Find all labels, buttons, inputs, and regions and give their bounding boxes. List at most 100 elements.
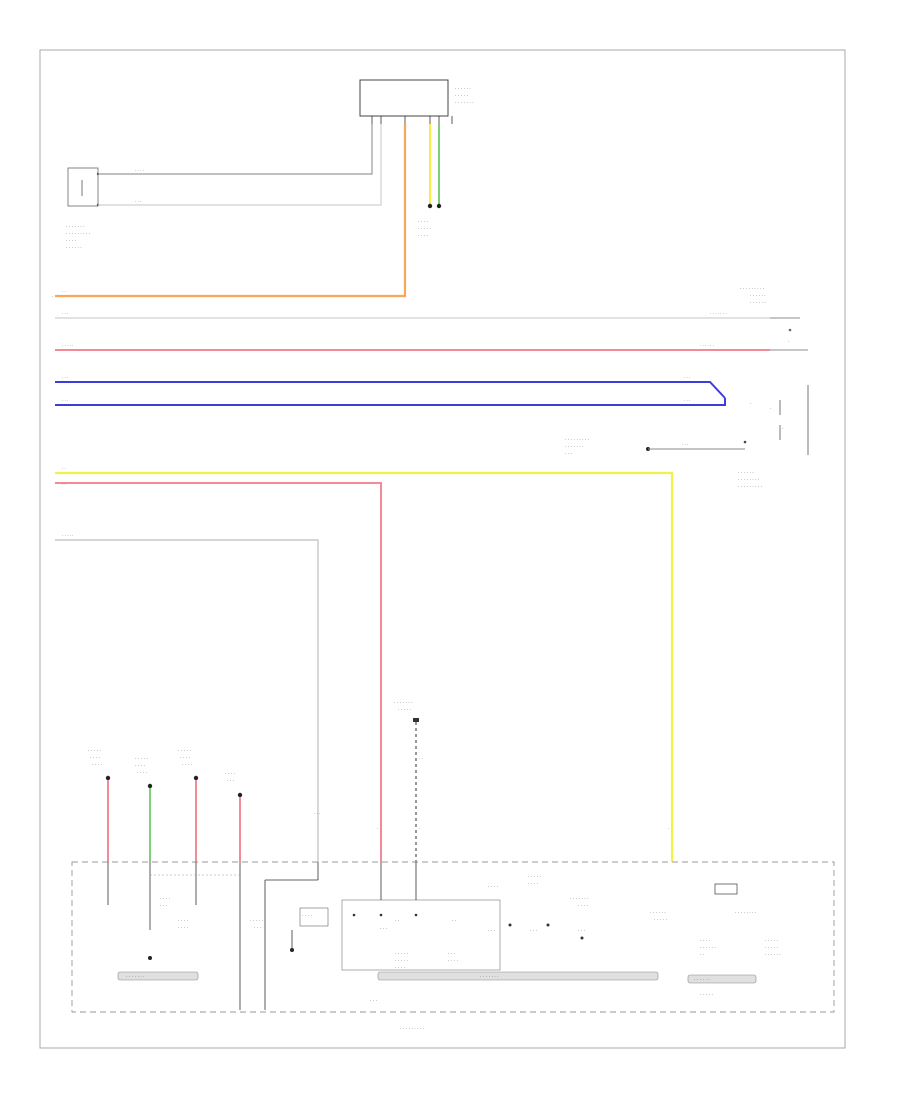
svg-text:· · ·: · · · xyxy=(62,311,68,316)
svg-text:· · · · ·: · · · · · xyxy=(765,939,778,944)
ecm-terminals xyxy=(371,116,453,124)
ground-point: · · · · · · · · · · · · · · · xyxy=(394,701,423,862)
svg-text:· · ·: · · · xyxy=(448,952,455,957)
svg-text:· · · · · ·: · · · · · · xyxy=(650,911,666,916)
svg-text:· · · · ·: · · · · · xyxy=(418,227,431,232)
svg-text:· · · · ·: · · · · · xyxy=(62,343,73,348)
svg-text:· · ·: · · · xyxy=(682,442,688,447)
joint-connector-wires: · · · · · · · · · · · · · xyxy=(418,124,442,239)
bus-wire-gray: · · · · · · · · · · xyxy=(55,311,770,319)
svg-text:· · · · · · · · ·: · · · · · · · · · xyxy=(66,232,90,237)
svg-text:·: · xyxy=(788,339,790,345)
svg-text:· · · · ·: · · · · · xyxy=(528,875,541,880)
svg-text:· ·: · · xyxy=(62,289,66,294)
svg-text:· · · ·: · · · · xyxy=(182,763,192,768)
svg-text:· · · ·: · · · · xyxy=(302,914,312,919)
svg-text:· · ·: · · · xyxy=(160,904,167,909)
svg-text:· · · · · · · · ·: · · · · · · · · · xyxy=(400,1027,424,1032)
svg-text:· ·: · · xyxy=(452,919,456,924)
sensor-wire-upper xyxy=(98,124,373,175)
svg-text:· · · · · ·: · · · · · · xyxy=(694,978,710,983)
svg-text:· · · · ·: · · · · · xyxy=(62,533,73,538)
red-wire xyxy=(55,482,382,862)
bus-wire-pink: · · · · · · · · · · · xyxy=(55,343,770,351)
svg-text:· · · · ·: · · · · · xyxy=(765,946,778,951)
svg-text:· · · · · ·: · · · · · · xyxy=(66,246,82,251)
svg-text:· · · ·: · · · · xyxy=(418,234,428,239)
svg-text:· · ·: · · · xyxy=(684,398,690,403)
svg-text:· ·: · · xyxy=(419,756,423,761)
svg-text:· · · · · · ·: · · · · · · · xyxy=(480,975,499,980)
left-input-switches: · · · · · · · · · · · · · · · · · · · · … xyxy=(88,749,243,862)
svg-text:· · · ·: · · · · xyxy=(578,904,588,909)
svg-text:· · · ·: · · · · xyxy=(92,763,102,768)
ac-control-panel: · · · · · · · · · · · · · · · · · · · · … xyxy=(71,861,835,1032)
svg-text:· · ·: · · · xyxy=(227,779,234,784)
svg-text:· · · · ·: · · · · · xyxy=(178,749,191,754)
svg-text:·: · xyxy=(782,426,784,432)
svg-text:· · · · · ·: · · · · · · xyxy=(738,471,754,476)
svg-text:· · · · ·: · · · · · xyxy=(654,918,667,923)
svg-text:· · · · ·: · · · · · xyxy=(700,993,713,998)
bus-wire-blue-lower: · · · · · · xyxy=(55,398,726,406)
svg-text:· · ·: · · · xyxy=(314,811,320,816)
svg-text:· · · ·: · · · · xyxy=(137,771,147,776)
top-left-sensor-switch: · · · · · · · · · · · · · · · · · · · · … xyxy=(66,167,100,251)
svg-text:· · · ·: · · · · xyxy=(135,168,144,173)
svg-text:· · ·: · · · xyxy=(370,999,377,1004)
svg-text:· · ·: · · · xyxy=(62,375,68,380)
svg-text:· · ·: · · · xyxy=(578,929,585,934)
svg-text:· · · ·: · · · · xyxy=(66,239,76,244)
svg-text:· · · · · · ·: · · · · · · · xyxy=(126,975,145,980)
svg-text:· · · · · · · · ·: · · · · · · · · · xyxy=(565,438,589,443)
svg-text:· · · · · · ·: · · · · · · · xyxy=(565,445,584,450)
svg-text:· · ·: · · · xyxy=(254,926,261,931)
svg-text:· · · · ·: · · · · · xyxy=(250,919,263,924)
diagram-frame xyxy=(39,49,846,1049)
svg-text:· · · · · · ·: · · · · · · · xyxy=(570,897,589,902)
svg-text:· · · ·: · · · · xyxy=(418,220,428,225)
svg-text:· · · ·: · · · · xyxy=(178,926,188,931)
svg-text:· · · · ·: · · · · · xyxy=(398,708,411,713)
orange-wire xyxy=(55,124,407,298)
engine-control-module: · · · · · · · · · · · · · · · · · · xyxy=(359,79,474,124)
svg-text:· · ·: · · · xyxy=(488,929,495,934)
svg-text:· · · · · · ·: · · · · · · · xyxy=(394,701,413,706)
svg-text:· · · ·: · · · · xyxy=(395,966,405,971)
svg-text:· · · ·: · · · · xyxy=(488,885,498,890)
svg-text:· · · ·: · · · · xyxy=(180,756,190,761)
svg-text:· · · · · ·: · · · · · · xyxy=(700,343,714,348)
yellow-wire xyxy=(55,471,674,862)
svg-text:· · · ·: · · · · xyxy=(178,919,188,924)
svg-text:· · · · ·: · · · · · xyxy=(135,757,148,762)
ground-connector-mid: · · · · · · · · · · · · · · · · · · · · … xyxy=(565,438,747,457)
svg-text:· · · ·: · · · · xyxy=(160,897,170,902)
svg-text:· · · ·: · · · · xyxy=(225,772,235,777)
bus-wire-blue-upper: · · · · · · xyxy=(55,375,726,399)
svg-text:· · ·: · · · xyxy=(530,929,537,934)
svg-text:· · · · · · ·: · · · · · · · xyxy=(710,311,727,316)
svg-text:· · · · · ·: · · · · · · xyxy=(700,946,716,951)
svg-text:· · · · · · ·: · · · · · · · xyxy=(66,225,85,230)
sensor-wire-lower xyxy=(98,124,382,206)
svg-text:· · · · · · ·: · · · · · · · xyxy=(455,101,474,106)
svg-text:· · · ·: · · · · xyxy=(700,939,710,944)
svg-text:·: · xyxy=(377,826,378,831)
svg-text:· · · · · · · · ·: · · · · · · · · · xyxy=(738,485,762,490)
svg-text:· ·: · · xyxy=(62,466,66,471)
svg-text:· ·: · · xyxy=(62,482,66,487)
svg-text:· · · · ·: · · · · · xyxy=(395,959,408,964)
svg-text:· · ·: · · · xyxy=(62,398,68,403)
gray-wire xyxy=(55,539,319,862)
svg-text:·: · xyxy=(419,826,420,831)
svg-text:· · · · · ·: · · · · · · xyxy=(750,294,766,299)
svg-text:· · · · · · · ·: · · · · · · · · xyxy=(735,911,756,916)
svg-text:·: · xyxy=(770,406,772,412)
svg-text:· · ·: · · · xyxy=(380,927,387,932)
svg-text:· ·: · · xyxy=(395,919,399,924)
svg-text:· · · · · ·: · · · · · · xyxy=(750,301,766,306)
svg-text:· ·: · · xyxy=(700,953,704,958)
svg-text:· · · · · · · ·: · · · · · · · · xyxy=(738,478,759,483)
svg-text:· · · · · · · · ·: · · · · · · · · · xyxy=(740,287,764,292)
